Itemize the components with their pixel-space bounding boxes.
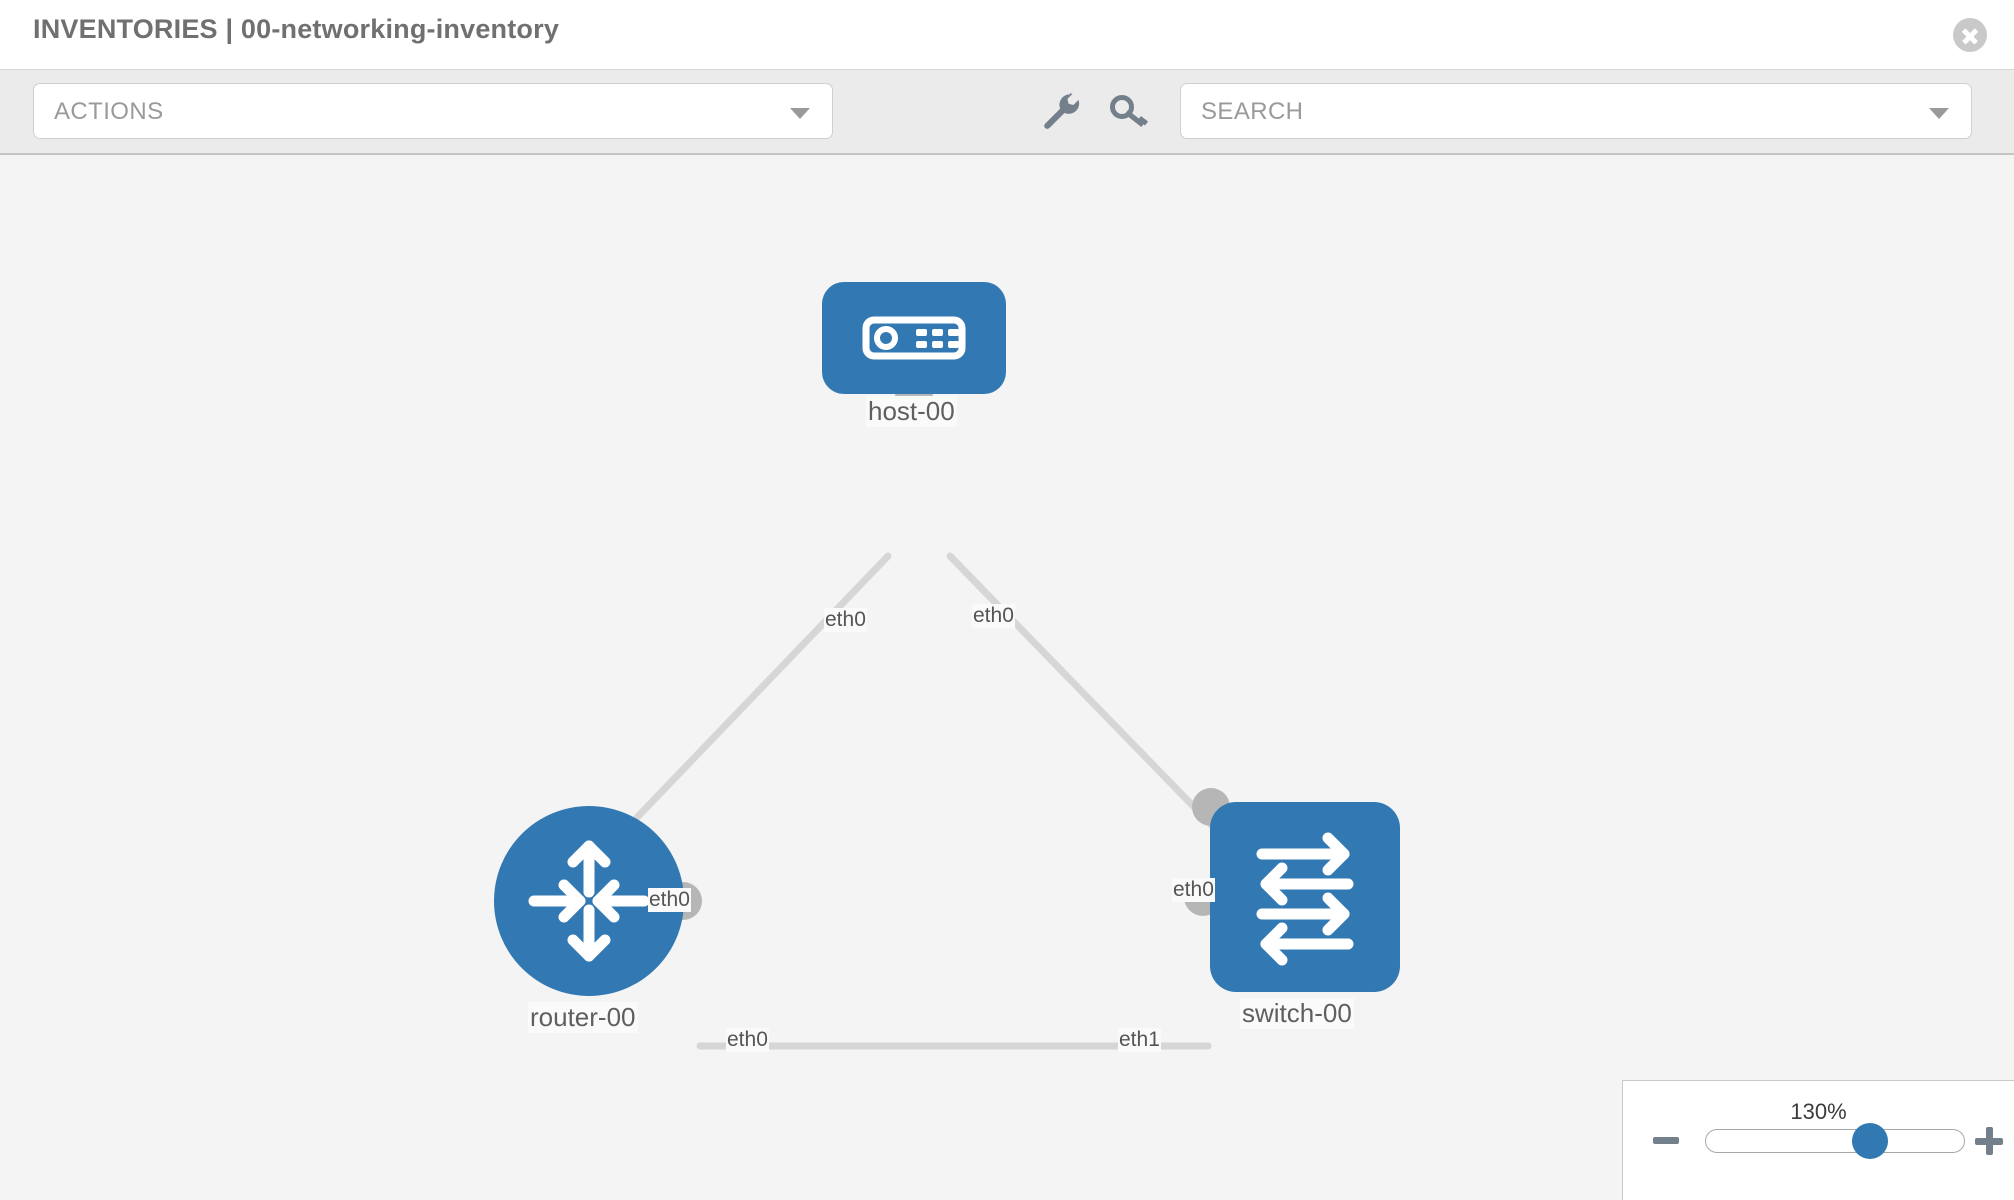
actions-dropdown[interactable]: ACTIONS [33, 83, 833, 139]
node-label-switch-00: switch-00 [1240, 998, 1354, 1029]
interface-label: eth0 [824, 608, 867, 632]
switch-node-shape [1210, 802, 1400, 992]
link-host-router [596, 552, 892, 860]
zoom-slider-thumb[interactable] [1852, 1123, 1888, 1159]
router-arrows-icon [528, 840, 650, 962]
toolbar: ACTIONS SEARCH [0, 70, 2014, 155]
interface-label: eth0 [972, 604, 1015, 628]
server-icon [862, 316, 966, 360]
zoom-control-panel: 130% [1622, 1080, 2014, 1200]
minus-icon[interactable] [1653, 1137, 1679, 1144]
page-title: INVENTORIES | 00-networking-inventory [33, 14, 560, 44]
host-node-shape [822, 282, 1006, 394]
chevron-down-icon [1929, 108, 1949, 119]
interface-label: eth1 [1118, 1028, 1161, 1052]
close-icon[interactable] [1953, 18, 1987, 52]
node-label-host-00: host-00 [866, 396, 957, 427]
key-icon[interactable] [1108, 92, 1152, 132]
chevron-down-icon [790, 108, 810, 119]
plus-icon[interactable] [1975, 1127, 2003, 1155]
search-input[interactable]: SEARCH [1180, 83, 1972, 139]
node-label-router-00: router-00 [528, 1002, 638, 1033]
interface-label: eth0 [648, 888, 691, 912]
topology-links [596, 552, 1236, 1050]
interface-label: eth0 [1172, 878, 1215, 902]
page-header: INVENTORIES | 00-networking-inventory [0, 0, 2014, 70]
zoom-level-value: 130% [1790, 1099, 1847, 1124]
switch-arrows-icon [1256, 832, 1354, 966]
wrench-icon[interactable] [1040, 92, 1084, 132]
link-host-switch [946, 552, 1236, 850]
interface-label: eth0 [726, 1028, 769, 1052]
search-placeholder: SEARCH [1201, 98, 1304, 125]
actions-dropdown-label: ACTIONS [54, 98, 164, 125]
topology-canvas[interactable]: host-00 route [0, 156, 2014, 1200]
zoom-slider[interactable] [1705, 1123, 1965, 1159]
